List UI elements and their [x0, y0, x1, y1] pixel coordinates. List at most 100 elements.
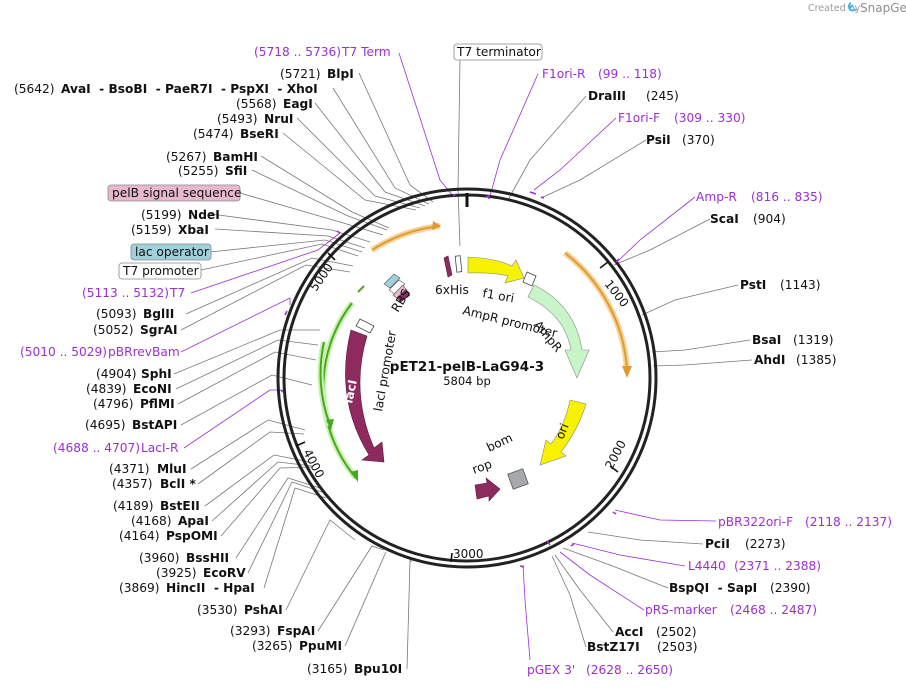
mlui-pos: (4371)	[109, 462, 150, 476]
bstz17i-pos: (2503)	[657, 640, 698, 654]
label-bsshii: (3960) BssHII	[139, 551, 229, 565]
label-bstz17i: BstZ17I (2503)	[587, 640, 698, 654]
primer-arc-right	[563, 250, 632, 378]
credit-brand: SnapGene	[860, 1, 906, 15]
sfii-name: SfiI	[225, 164, 247, 178]
blpi-pos: (5721)	[280, 67, 321, 81]
label-eagi: (5568) EagI	[236, 97, 313, 111]
bcli-name: BclI *	[160, 477, 196, 491]
sgrai-name: SgrAI	[140, 323, 177, 337]
label-f1ori-f: F1ori-F (309 .. 330)	[618, 111, 746, 125]
prs-marker-name: pRS-marker	[645, 603, 718, 617]
econi-name: EcoNI	[133, 382, 172, 396]
label-nrui: (5493) NruI	[217, 112, 293, 126]
bseri-name: BseRI	[240, 127, 279, 141]
label-pgex3: pGEX 3' (2628 .. 2650)	[527, 663, 673, 677]
label-laci-r: (4688 .. 4707) LacI-R	[53, 441, 179, 455]
primer-arc-top	[370, 221, 441, 253]
scai-name: ScaI	[710, 212, 739, 226]
label-bseri: (5474) BseRI	[193, 127, 279, 141]
label-pbrrevbam: (5010 .. 5029) pBRrevBam	[20, 345, 180, 359]
pbrrevbam-name: pBRrevBam	[108, 345, 180, 359]
t7-term-pos: (5718 .. 5736)	[254, 45, 341, 59]
pspomi-name: PspOMI	[166, 529, 218, 543]
acci-pos: (2502)	[656, 625, 697, 639]
t7-terminator-label: T7 terminator	[456, 45, 542, 59]
feature-ampr-promoter	[522, 271, 537, 287]
ahdi-pos: (1385)	[796, 353, 837, 367]
label-ppumi: (3265) PpuMI	[252, 639, 342, 653]
label-sgrai: (5052) SgrAI	[93, 323, 177, 337]
label-ahdi: AhdI (1385)	[754, 353, 837, 367]
econi-pos: (4839)	[86, 382, 127, 396]
label-pbr322ori-f: pBR322ori-F (2118 .. 2137)	[718, 515, 892, 529]
sgrai-pos: (5052)	[93, 323, 134, 337]
acci-name: AccI	[615, 625, 643, 639]
plasmid-name: pET21-pelB-LaG94-3	[390, 359, 544, 375]
bglii-name: BglII	[143, 307, 174, 321]
label-psti: PstI (1143)	[740, 278, 821, 292]
l4440-pos: (2371 .. 2388)	[734, 559, 821, 573]
label-bamhi: (5267) BamHI	[166, 150, 258, 164]
scai-pos: (904)	[753, 212, 786, 226]
hincii-hpai-name: HincII - HpaI	[166, 581, 255, 595]
bsshii-name: BssHII	[186, 551, 229, 565]
blpi-name: BlpI	[327, 67, 354, 81]
pcii-pos: (2273)	[745, 537, 786, 551]
pshai-pos: (3530)	[197, 603, 238, 617]
feature-laci	[345, 329, 385, 463]
bstz17i-name: BstZ17I	[587, 640, 640, 654]
ndei-name: NdeI	[188, 208, 220, 222]
pgex3-name: pGEX 3'	[527, 663, 575, 677]
label-apai: (4168) ApaI	[131, 514, 209, 528]
label-f1ori-r: F1ori-R (99 .. 118)	[542, 67, 662, 81]
pgex3-pos: (2628 .. 2650)	[586, 663, 673, 677]
t7-promoter-label: T7 promoter	[122, 264, 200, 278]
plasmid-size: 5804 bp	[443, 374, 491, 388]
feature-f1-ori	[467, 256, 525, 284]
feature-ori	[539, 399, 587, 466]
lac-operator-label: lac operator	[135, 245, 210, 259]
label-ecorv: (3925) EcoRV	[156, 566, 246, 580]
feature-ampr	[527, 284, 590, 379]
xbai-name: XbaI	[178, 223, 209, 237]
label-pflmi: (4796) PflMI	[93, 397, 175, 411]
laci-r-pos: (4688 .. 4707)	[53, 441, 140, 455]
label-blpi: (5721) BlpI	[280, 67, 354, 81]
ppumi-pos: (3265)	[252, 639, 293, 653]
pspomi-pos: (4164)	[119, 529, 160, 543]
tick-label-3000: 3000	[453, 547, 484, 561]
hincii-hpai-pos: (3869)	[119, 581, 160, 595]
f1ori-r-name: F1ori-R	[542, 67, 586, 81]
label-econi: (4839) EcoNI	[86, 382, 172, 396]
label-sfii: (5255) SfiI	[178, 164, 247, 178]
label-xbai: (5159) XbaI	[131, 223, 209, 237]
label-sphi: (4904) SphI	[96, 367, 172, 381]
label-scai: ScaI (904)	[710, 212, 786, 226]
bamhi-name: BamHI	[213, 150, 258, 164]
ecorv-name: EcoRV	[203, 566, 246, 580]
t7-name: T7	[169, 286, 185, 300]
bstapi-pos: (4695)	[85, 418, 126, 432]
label-t7: (5113 .. 5132) T7	[82, 286, 185, 300]
bsai-name: BsaI	[752, 333, 781, 347]
label-t7-term: (5718 .. 5736) T7 Term	[254, 45, 391, 59]
label-pshai: (3530) PshAI	[197, 603, 283, 617]
eagi-pos: (5568)	[236, 97, 277, 111]
psti-pos: (1143)	[780, 278, 821, 292]
t7-promoter-box	[118, 262, 202, 280]
ppumi-name: PpuMI	[299, 639, 342, 653]
sfii-pos: (5255)	[178, 164, 219, 178]
laci-arc-inner	[317, 341, 334, 430]
label-bom: bom	[484, 431, 514, 455]
feature-rop	[474, 477, 501, 502]
sphi-name: SphI	[141, 367, 172, 381]
pbr322ori-f-pos: (2118 .. 2137)	[805, 515, 892, 529]
label-pspomi: (4164) PspOMI	[119, 529, 218, 543]
label-bspqi-sapi: BspQI - SapI (2390)	[669, 581, 811, 595]
label-acci: AccI (2502)	[615, 625, 697, 639]
ahdi-name: AhdI	[754, 353, 785, 367]
draiii-name: DraIII	[588, 89, 626, 103]
